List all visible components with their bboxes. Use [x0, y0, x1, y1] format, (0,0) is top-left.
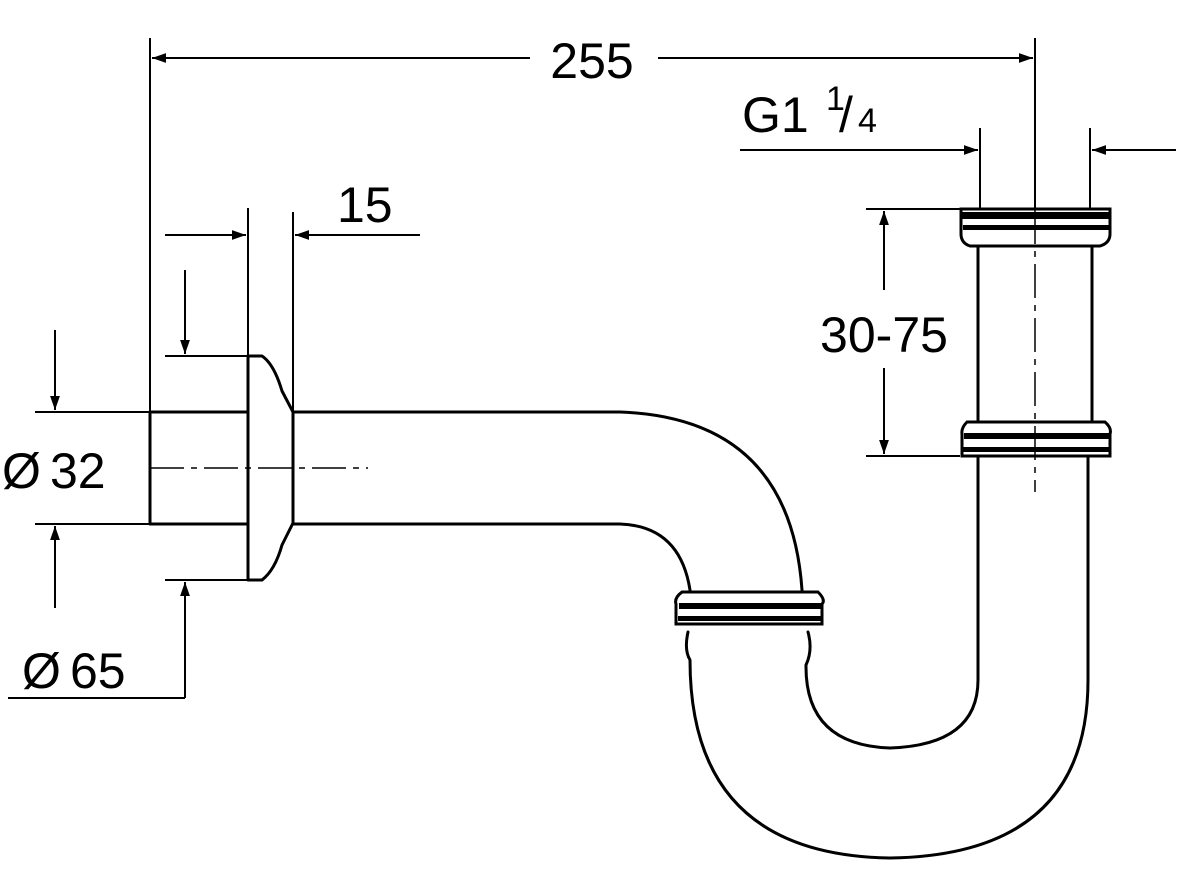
- dimension-lines: [8, 38, 1176, 699]
- lower-riser-ring: [960, 420, 1112, 458]
- label-thread: G1: [742, 87, 809, 143]
- seal-rings: [674, 207, 1112, 626]
- label-rosette-diameter-symbol: Ø: [22, 643, 61, 699]
- label-pipe-diameter-symbol: Ø: [2, 443, 41, 499]
- label-rosette-diameter-value: 65: [70, 643, 126, 699]
- label-thread-slash: /: [839, 87, 853, 143]
- label-thread-denominator: 4: [858, 102, 877, 140]
- bend-nut-ring: [674, 590, 825, 626]
- pipe-top-edge: [291, 410, 804, 592]
- label-thread-numerator: 1: [826, 80, 845, 118]
- u-trap-outer: [684, 456, 1090, 860]
- label-pipe-diameter-value: 32: [50, 443, 106, 499]
- label-rosette-depth: 15: [337, 177, 393, 233]
- label-height-range: 30-75: [820, 307, 948, 363]
- u-trap-inner: [804, 456, 980, 750]
- label-thread-main: G1: [742, 87, 809, 143]
- pipe-bottom-edge: [291, 522, 692, 592]
- siphon-outline: [148, 243, 1094, 860]
- label-overall-length: 255: [550, 33, 633, 89]
- center-lines: [150, 210, 1036, 492]
